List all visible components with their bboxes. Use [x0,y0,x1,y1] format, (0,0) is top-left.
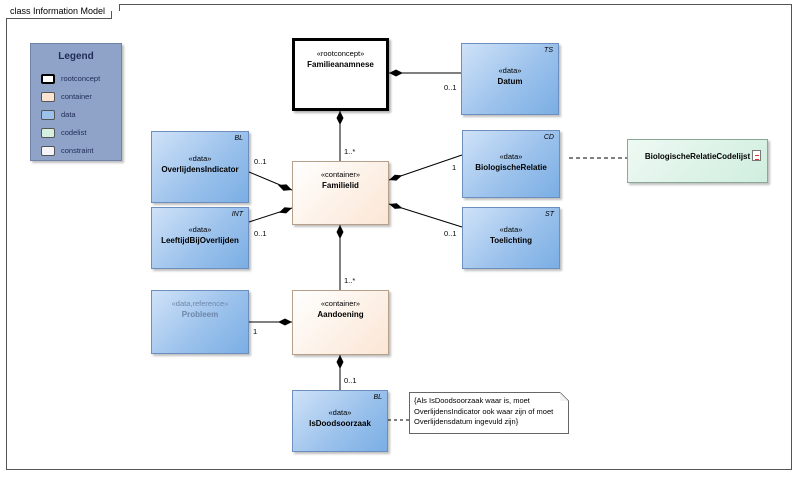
type-tag: INT [231,211,243,218]
class-datum[interactable]: TS «data» Datum [461,43,559,115]
multiplicity-datum: 0..1 [444,83,457,92]
aggregation-diamond-leeftijd [278,207,292,214]
document-icon [752,150,761,161]
class-name-label: Familieanamnese [307,60,374,69]
stereotype-label: «data» [328,408,352,417]
type-tag: CD [543,134,554,141]
legend-label-constraint: constraint [61,146,94,155]
type-tag: ST [545,211,554,218]
stereotype-label: «data» [188,225,212,234]
multiplicity-isdoodsoorzaak: 0..1 [344,376,357,385]
class-familieanamnese[interactable]: «rootconcept» Familieanamnese [292,38,389,111]
note-line: {Als IsDoodsoorzaak waar is, moet [414,396,530,405]
class-name-label: BiologischeRelatie [475,163,547,172]
type-tag: BL [234,135,243,142]
class-toelichting[interactable]: ST «data» Toelichting [462,207,560,269]
class-biologischerelatie[interactable]: CD «data» BiologischeRelatie [462,130,560,198]
class-name-label: Probleem [181,310,219,319]
legend-label-codelist: codelist [61,128,87,137]
legend-swatch-rootconcept [41,74,55,84]
legend-label-container: container [61,92,92,101]
class-overlijdensindicator[interactable]: BL «data» OverlijdensIndicator [151,131,249,203]
aggregation-diamond-isdoodsoorzaak [336,355,344,369]
legend-swatch-codelist [41,128,55,138]
note-line: Overlijdensdatum ingevuld zijn} [414,417,519,426]
class-name-label: Toelichting [489,236,533,245]
legend: Legend rootconcept container data codeli… [30,43,122,161]
class-name-label: LeeftijdBijOverlijden [161,236,239,245]
legend-title: Legend [58,51,94,62]
legend-label-rootconcept: rootconcept [61,74,101,83]
type-tag: TS [544,47,553,54]
stereotype-label: «data,reference» [171,299,229,308]
class-aandoening[interactable]: «container» Aandoening [292,290,389,355]
aggregation-diamond-overlijdensindicator [278,184,292,191]
aggregation-diamond-familielid-root [336,111,344,125]
class-name-label: Aandoening [317,310,364,319]
aggregation-diamond-probleem [278,318,292,326]
constraint-note[interactable]: {Als IsDoodsoorzaak waar is, moet Overli… [409,392,569,434]
multiplicity-overlijdensindicator: 0..1 [254,157,267,166]
legend-label-data: data [61,110,76,119]
stereotype-label: «data» [498,66,522,75]
class-name-label: BiologischeRelatieCodelijst [644,152,751,161]
diagram-frame [6,4,792,470]
type-tag: BL [373,394,382,401]
multiplicity-toelichting: 0..1 [444,229,457,238]
multiplicity-biologischerelatie: 1 [452,163,457,172]
legend-swatch-container [41,92,55,102]
stereotype-label: «data» [499,152,523,161]
class-leeftijdbijoverlijden[interactable]: INT «data» LeeftijdBijOverlijden [151,207,249,269]
legend-swatch-constraint [41,146,55,156]
class-name-label: IsDoodsoorzaak [309,419,371,428]
class-name-label: Familielid [322,181,359,190]
stereotype-label: «data» [499,225,523,234]
multiplicity-aandoening: 1..* [344,276,356,285]
aggregation-diamond-toelichting [389,203,403,209]
legend-swatch-data [41,110,55,120]
stereotype-label: «rootconcept» [316,49,365,58]
note-line: OverlijdensIndicator ook waar zijn of mo… [414,406,554,416]
class-isdoodsoorzaak[interactable]: BL «data» IsDoodsoorzaak [292,390,388,452]
multiplicity-familielid: 1..* [344,147,356,156]
aggregation-diamond-datum [389,69,403,77]
class-name-label: Datum [497,77,523,86]
stereotype-label: «container» [320,170,361,179]
class-probleem[interactable]: «data,reference» Probleem [151,290,249,354]
aggregation-diamond-aandoening [336,225,344,239]
aggregation-diamond-biologischerelatie [389,174,403,181]
stereotype-label: «container» [320,299,361,308]
multiplicity-leeftijd: 0..1 [254,229,267,238]
class-biologischerelatiecodelijst[interactable]: BiologischeRelatieCodelijst [627,139,768,183]
diagram-title: class Information Model [6,4,121,19]
class-familielid[interactable]: «container» Familielid [292,161,389,225]
stereotype-label: «data» [188,154,212,163]
multiplicity-probleem: 1 [253,327,258,336]
class-name-label: OverlijdensIndicator [161,165,239,174]
